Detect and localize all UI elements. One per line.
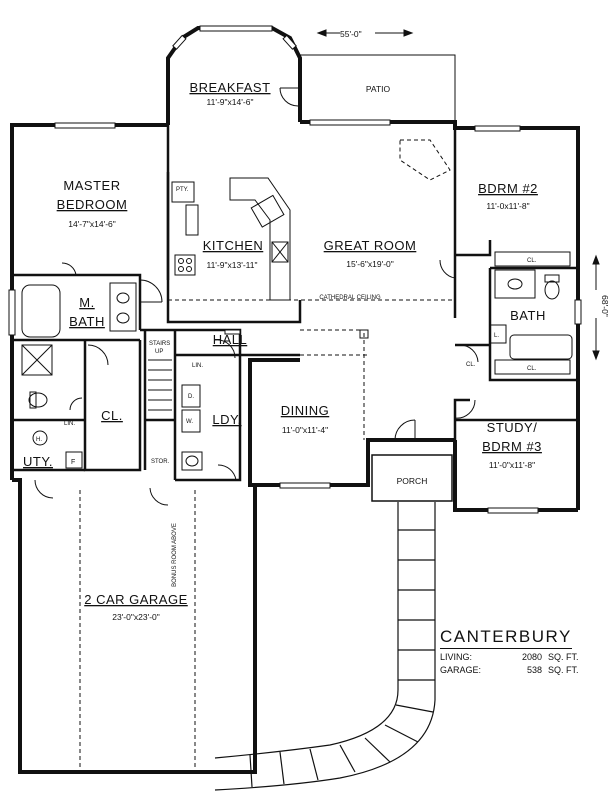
closet-label: CL. — [101, 408, 123, 423]
master-toilet — [28, 392, 48, 408]
great-room-label: GREAT ROOM — [324, 238, 417, 253]
master-vanity — [109, 282, 137, 332]
doors — [34, 87, 479, 506]
dining-size: 11'-0"x11'-4" — [282, 425, 328, 435]
master-size: 14'-7"x14'-6" — [68, 219, 116, 229]
kitchen-counter — [229, 177, 291, 301]
master-shower — [21, 344, 53, 376]
porch-label: PORCH — [397, 476, 428, 486]
kitchen-label: KITCHEN — [203, 238, 264, 253]
kitchen-sink-side — [185, 204, 199, 236]
windows — [8, 25, 582, 514]
laundry-sink — [181, 451, 203, 471]
area-value: 2080 — [521, 652, 542, 662]
mbath-label-2: BATH — [69, 314, 105, 329]
garage-size: 23'-0"x23'-0" — [112, 612, 160, 622]
porch — [371, 454, 453, 502]
bath-vanity — [494, 269, 536, 299]
bdrm2-size: 11'-0x11'-8" — [486, 201, 529, 211]
master-label-1: MASTER — [63, 178, 120, 193]
walkway — [214, 502, 436, 791]
storage-label: STOR. — [151, 459, 170, 465]
bath-tub — [509, 334, 573, 360]
hall-closet-label: CL. — [466, 362, 476, 368]
bonus-room-note: BONUS ROOM ABOVE — [172, 523, 178, 587]
bath-closet-label-2: CL. — [527, 366, 537, 372]
washer-label: W. — [186, 419, 193, 425]
breakfast-size: 11'-9"x14'-6" — [207, 97, 254, 107]
linen-label-bath: LIN. — [64, 421, 75, 427]
garage-label: 2 CAR GARAGE — [84, 592, 188, 607]
patio-label: PATIO — [366, 84, 391, 94]
dryer-label: D. — [188, 394, 194, 400]
kitchen-size: 11'-9"x13'-11" — [206, 260, 257, 270]
overall-width-label: 55'-0" — [340, 29, 362, 39]
water-heater — [32, 430, 48, 446]
dining-label: DINING — [281, 403, 330, 418]
area-unit: SQ. FT. — [548, 665, 579, 675]
bath-closet-label-1: CL. — [527, 258, 537, 264]
freezer-label: F — [71, 459, 75, 466]
hall-label: HALL — [213, 332, 248, 347]
great-room-size: 15'-6"x19'-0" — [346, 259, 394, 269]
master-tub — [21, 284, 61, 338]
stairs-label: STAIRS — [149, 341, 170, 347]
fixtures — [21, 177, 573, 471]
linen-label-hall: LIN. — [192, 363, 203, 369]
pantry-label: PTY. — [176, 187, 189, 193]
plan-name: CANTERBURY — [440, 627, 572, 649]
fridge — [271, 241, 289, 263]
bath-label: BATH — [510, 308, 546, 323]
kitchen-sink — [250, 194, 285, 228]
linen-label-bath2: L. — [494, 333, 499, 339]
patio — [300, 54, 456, 122]
ldy-label: LDY. — [212, 412, 241, 427]
area-unit: SQ. FT. — [548, 652, 579, 662]
bath-toilet — [544, 280, 560, 300]
area-label: GARAGE: — [440, 665, 482, 675]
stairs-direction: UP — [155, 349, 163, 355]
openings — [79, 139, 455, 770]
bdrm2-label: BDRM #2 — [478, 181, 538, 196]
breakfast-label: BREAKFAST — [189, 80, 270, 95]
study-label-1: STUDY/ — [487, 420, 538, 435]
water-heater-label: H. — [36, 437, 42, 443]
overall-depth-label: 68'-0" — [600, 295, 610, 317]
study-label-2: BDRM #3 — [482, 439, 542, 454]
mbath-label-1: M. — [79, 295, 94, 310]
area-row-garage: GARAGE: 538 SQ. FT. — [440, 665, 600, 675]
area-label: LIVING: — [440, 652, 473, 662]
uty-label: UTY. — [23, 454, 53, 469]
interior-walls — [12, 125, 578, 482]
cathedral-ceiling-note: CATHEDRAL CEILING — [319, 295, 381, 301]
area-row-living: LIVING: 2080 SQ. FT. — [440, 652, 600, 662]
master-label-2: BEDROOM — [57, 197, 128, 212]
plan-legend: CANTERBURY LIVING: 2080 SQ. FT. GARAGE: … — [440, 627, 600, 675]
dimension-lines — [316, 29, 600, 361]
area-value: 538 — [526, 665, 542, 675]
study-size: 11'-0"x11'-8" — [489, 460, 535, 470]
range — [174, 254, 196, 276]
